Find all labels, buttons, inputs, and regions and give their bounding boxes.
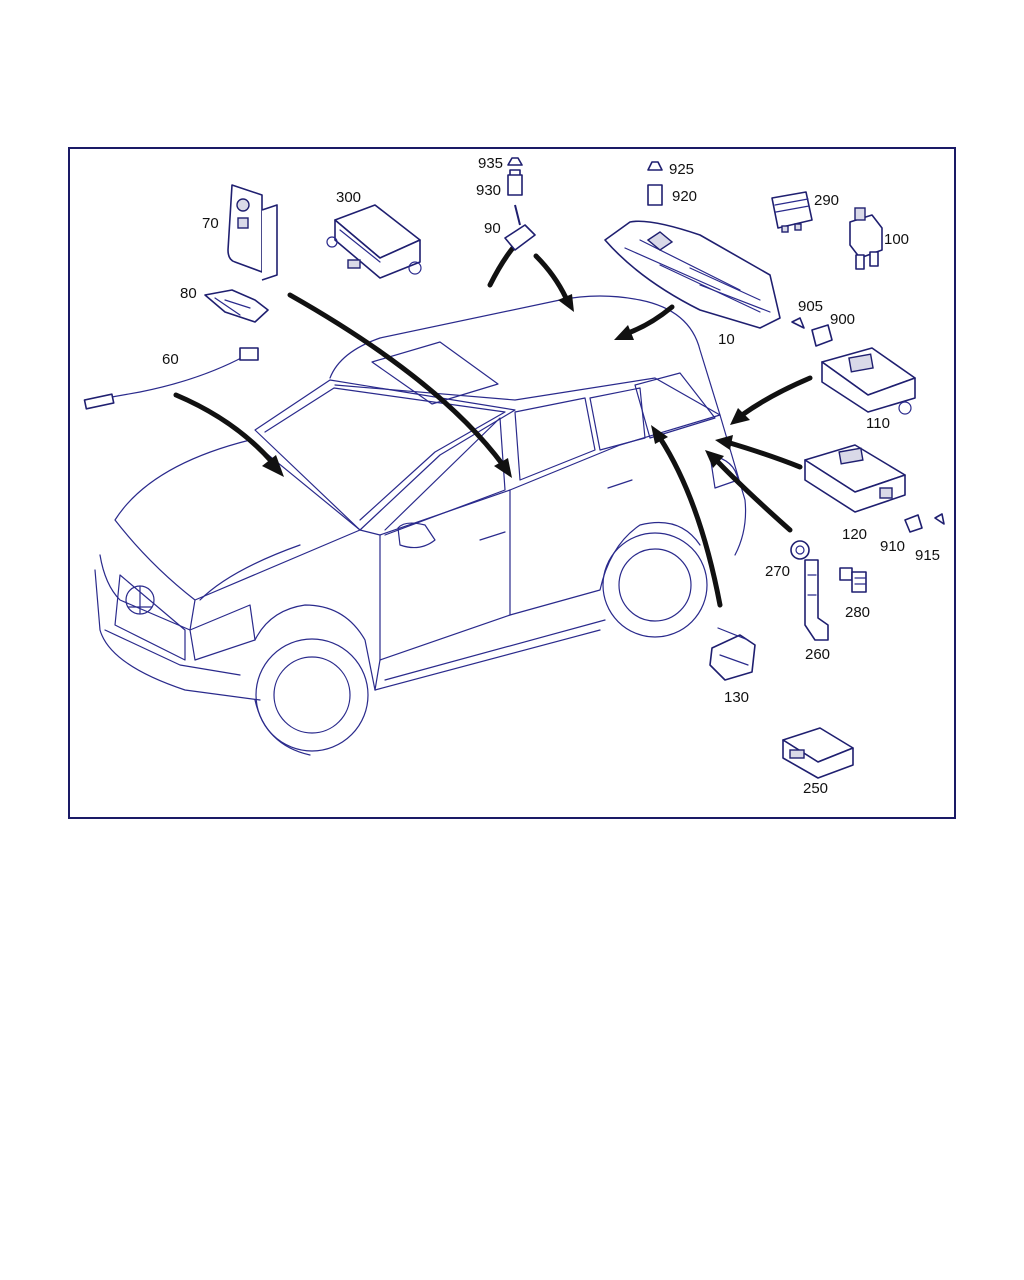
label-290: 290 xyxy=(814,192,840,209)
label-100: 100 xyxy=(884,231,910,248)
part-bracket-70 xyxy=(227,184,278,281)
label-905: 905 xyxy=(798,298,824,315)
label-60: 60 xyxy=(162,351,179,368)
label-910: 910 xyxy=(880,538,906,555)
part-bracket-130 xyxy=(709,627,756,681)
label-915: 915 xyxy=(915,547,941,564)
label-300: 300 xyxy=(336,189,362,206)
part-bracket-80 xyxy=(204,289,269,323)
part-control-module-300 xyxy=(326,204,422,279)
part-connector-90 xyxy=(504,204,536,251)
label-80: 80 xyxy=(180,285,197,302)
part-module-250 xyxy=(782,727,854,779)
label-90: 90 xyxy=(484,220,501,237)
vehicle-outline xyxy=(94,295,747,756)
label-920: 920 xyxy=(672,188,698,205)
part-control-unit-110 xyxy=(821,347,916,415)
part-bolt-280 xyxy=(839,567,867,593)
label-130: 130 xyxy=(724,689,750,706)
label-120: 120 xyxy=(842,526,868,543)
label-930: 930 xyxy=(476,182,502,199)
label-925: 925 xyxy=(669,161,695,178)
label-70: 70 xyxy=(202,215,219,232)
part-control-unit-120 xyxy=(804,444,906,513)
part-connectors-920-935 xyxy=(507,157,663,206)
part-nut-270 xyxy=(790,540,810,560)
label-935: 935 xyxy=(478,155,504,172)
label-270: 270 xyxy=(765,563,791,580)
label-900: 900 xyxy=(830,311,856,328)
label-10: 10 xyxy=(718,331,735,348)
label-280: 280 xyxy=(845,604,871,621)
part-plug-900-905 xyxy=(791,317,833,347)
part-overhead-control-panel-10 xyxy=(604,220,781,329)
part-plug-910-915 xyxy=(904,513,945,533)
part-sensor-cable-60 xyxy=(83,347,259,410)
label-250: 250 xyxy=(803,780,829,797)
diagram-frame xyxy=(68,147,956,819)
label-260: 260 xyxy=(805,646,831,663)
part-relay-100 xyxy=(849,207,883,270)
label-110: 110 xyxy=(866,415,890,432)
part-relay-290 xyxy=(771,191,813,233)
part-bracket-260 xyxy=(804,559,829,641)
